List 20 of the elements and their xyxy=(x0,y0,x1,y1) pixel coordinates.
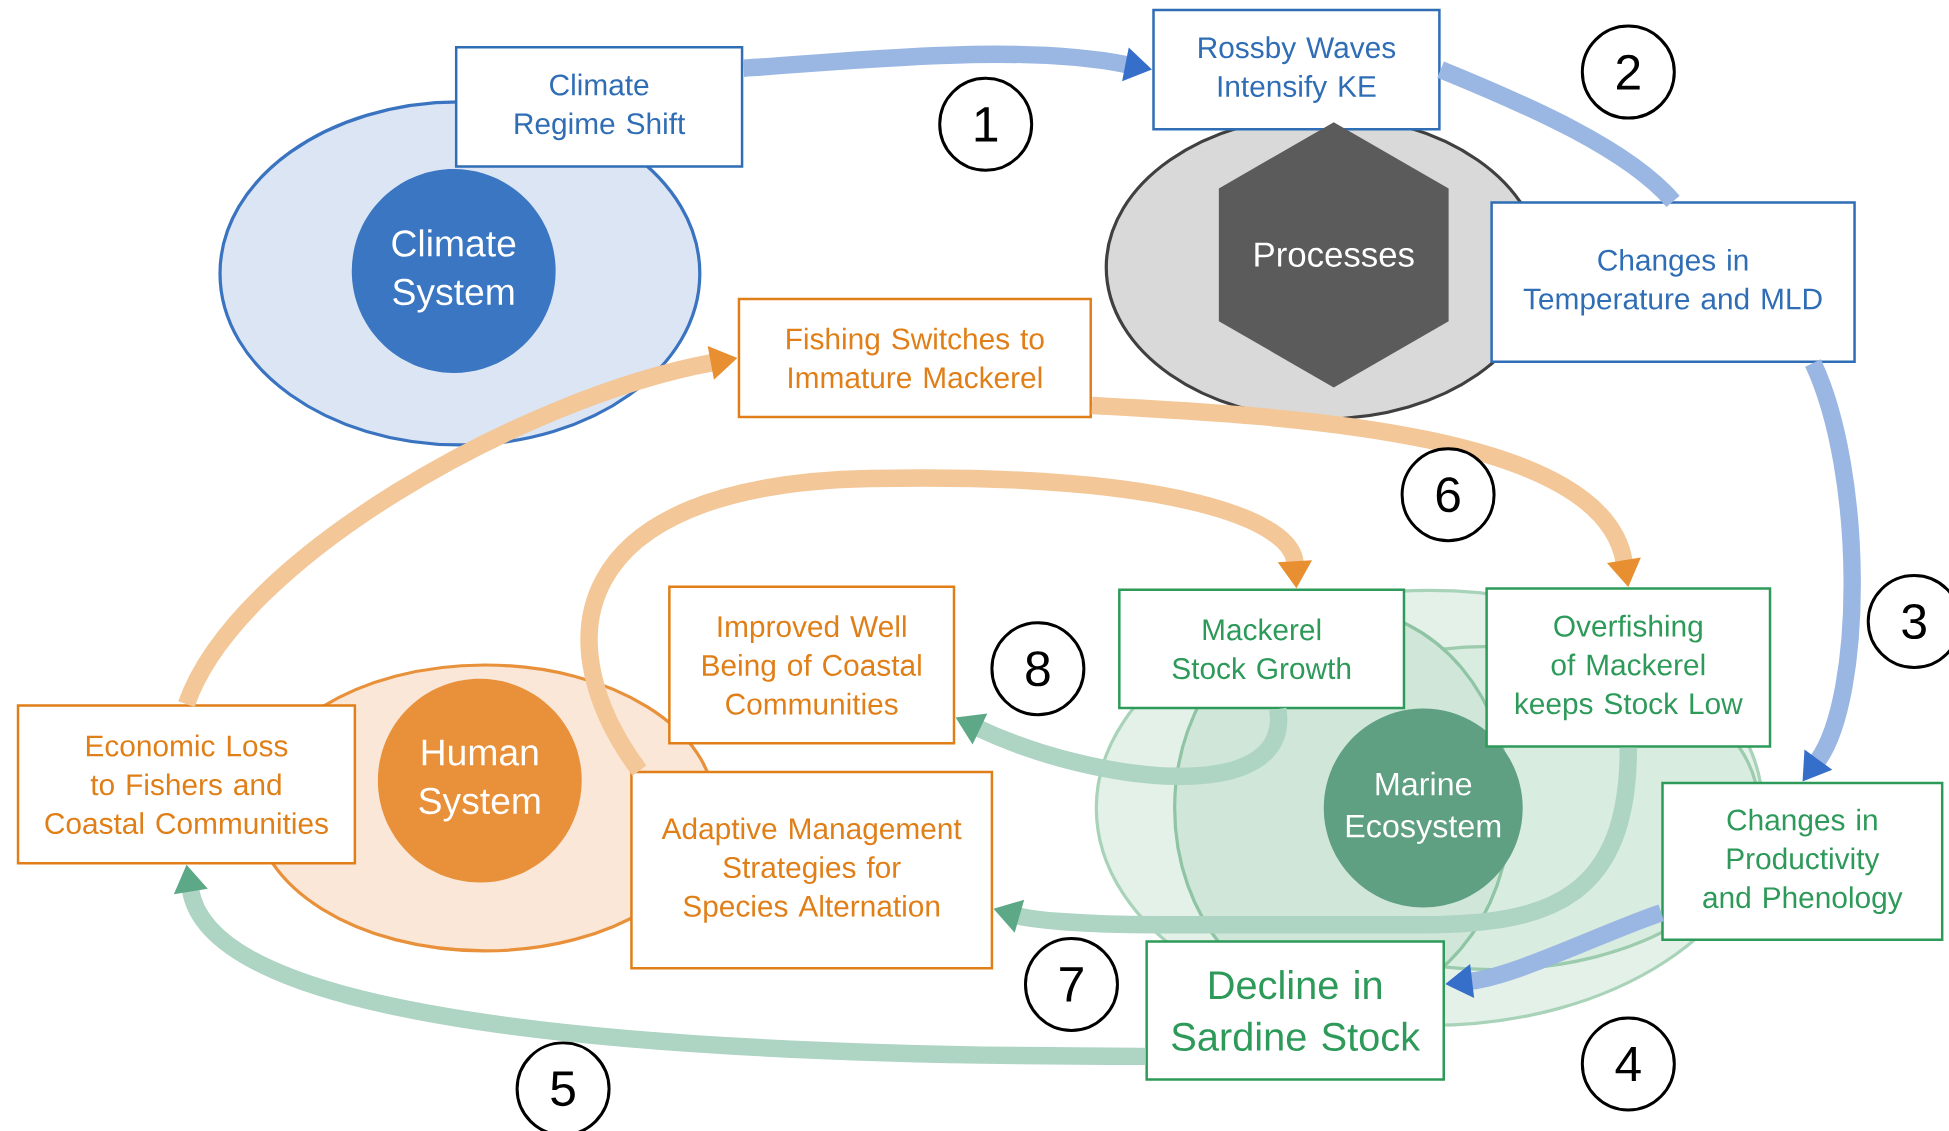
text-box: Rossby Waves Intensify KE xyxy=(1152,8,1441,131)
callout-number: 4 xyxy=(1580,1016,1676,1112)
text-box: Climate Regime Shift xyxy=(454,45,744,168)
process-hexagon: Processes xyxy=(1218,122,1449,388)
text-box: Overfishing of Mackerel keeps Stock Low xyxy=(1485,587,1772,748)
text-box: Decline in Sardine Stock xyxy=(1145,940,1445,1081)
text-box: Economic Loss to Fishers and Coastal Communities xyxy=(16,704,357,865)
text-box: Changes in Temperature and MLD xyxy=(1490,201,1856,363)
callout-number: 7 xyxy=(1024,936,1119,1032)
callout-number: 2 xyxy=(1580,24,1676,120)
callout-number: 1 xyxy=(938,76,1034,172)
text-box: Improved Well Being of Coastal Communities xyxy=(668,585,956,745)
text-box: Adaptive Management Strategies for Species Alternation xyxy=(630,770,994,970)
text-box: Changes in Productivity and Phenology xyxy=(1661,781,1944,941)
callout-number: 8 xyxy=(990,621,1086,717)
text-box: Mackerel Stock Growth xyxy=(1118,588,1406,710)
callout-number: 5 xyxy=(515,1041,611,1131)
text-box: Fishing Switches to Immature Mackerel xyxy=(737,297,1092,419)
callout-number: 3 xyxy=(1866,573,1949,669)
callout-number: 6 xyxy=(1400,447,1496,543)
